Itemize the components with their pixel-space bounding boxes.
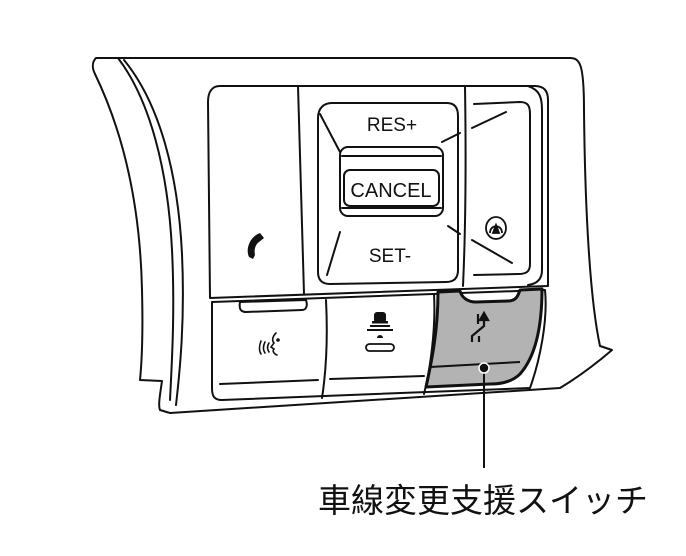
voice-divider — [321, 299, 328, 399]
lane-change-assist-icon — [470, 310, 490, 342]
cruise-pad-outline — [317, 102, 459, 285]
cancel-key-outer — [339, 146, 444, 217]
pad-slit — [441, 132, 461, 143]
housing-inner-curve-2 — [123, 59, 184, 406]
distance-button-line — [329, 375, 425, 380]
following-distance-icon — [365, 312, 395, 352]
voice-command-icon — [258, 332, 280, 356]
pad-slit — [319, 113, 341, 153]
pad-slit — [471, 111, 507, 129]
cancel-key-inner — [343, 169, 440, 207]
voice-button-line — [219, 379, 319, 385]
panel-divider-right — [462, 85, 467, 287]
pad-slit — [447, 225, 461, 235]
panel-divider-left — [297, 85, 305, 295]
pad-slit — [471, 239, 513, 264]
cancel-label: CANCEL — [350, 180, 431, 202]
callout-dot — [478, 362, 490, 374]
acc-panel-edge — [527, 85, 543, 286]
housing-outer — [91, 57, 613, 414]
voice-button-tab — [238, 299, 308, 313]
set-minus-label: SET- — [369, 246, 411, 267]
lane-change-button-line — [429, 361, 521, 368]
lower-panel — [211, 289, 547, 401]
upper-panel — [207, 85, 549, 299]
phone-icon — [247, 233, 264, 259]
acc-panel-outline — [473, 101, 531, 276]
pad-slit — [326, 231, 341, 276]
housing-inner-curve-1 — [117, 57, 175, 401]
adaptive-cruise-icon — [485, 216, 507, 240]
res-plus-label: RES+ — [367, 115, 417, 136]
callout-label: 車線変更支援スイッチ — [318, 481, 648, 520]
